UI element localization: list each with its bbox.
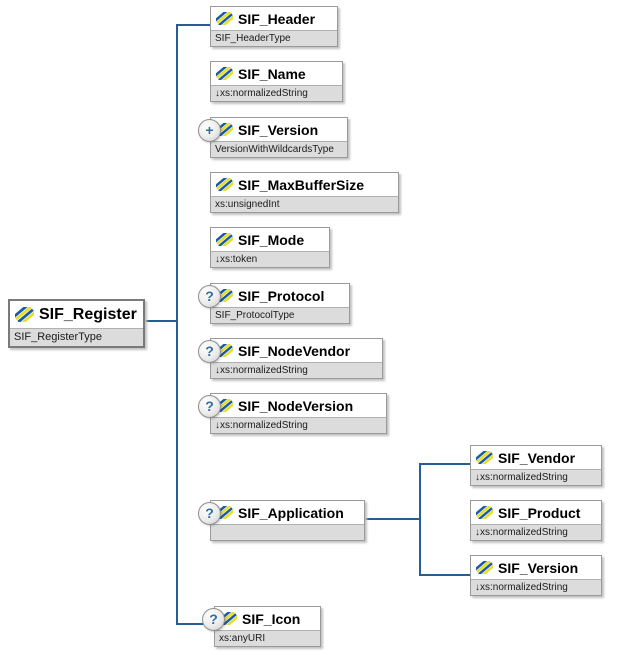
node-name: SIF_Version <box>498 559 579 576</box>
repeat-badge[interactable]: + <box>198 119 221 142</box>
node-type: SIF_ProtocolType <box>211 307 349 323</box>
node-name: SIF_Protocol <box>238 287 325 304</box>
node-sif-version-app[interactable]: SIF_Version ↓xs:normalizedString <box>470 555 602 596</box>
optional-badge[interactable]: ? <box>202 608 225 631</box>
node-sif-application[interactable]: ? SIF_Application <box>198 500 365 541</box>
node-title-row: SIF_Version <box>211 118 347 141</box>
node-title-row: SIF_Version <box>471 556 601 579</box>
node-sif-version[interactable]: + SIF_Version VersionWithWildcardsType <box>198 117 348 158</box>
node-type: VersionWithWildcardsType <box>211 141 347 157</box>
node-name: SIF_Vendor <box>498 449 576 466</box>
node-type: SIF_HeaderType <box>211 30 337 46</box>
optional-badge[interactable]: ? <box>198 340 221 363</box>
node-name: SIF_Version <box>238 121 319 138</box>
node-name: SIF_MaxBufferSize <box>238 176 365 193</box>
node-title-row: SIF_Mode <box>211 228 329 251</box>
node-sif-header[interactable]: SIF_Header SIF_HeaderType <box>210 6 338 47</box>
node-title-row: SIF_NodeVendor <box>211 339 382 362</box>
node-name: SIF_NodeVendor <box>238 342 351 359</box>
node-name: SIF_Application <box>238 504 344 521</box>
node-title-row: SIF_NodeVersion <box>211 394 386 417</box>
node-type <box>211 524 364 540</box>
node-name: SIF_Product <box>498 504 581 521</box>
connector-application-to-trunk <box>363 518 419 520</box>
node-title-row: SIF_Vendor <box>471 446 601 469</box>
node-title-row: SIF_Protocol <box>211 284 349 307</box>
node-name: SIF_NodeVersion <box>238 397 354 414</box>
connector-application-trunk <box>419 463 421 576</box>
node-type: xs:unsignedInt <box>211 196 398 212</box>
node-name: SIF_Register <box>39 305 137 323</box>
element-icon <box>476 451 493 464</box>
optional-badge[interactable]: ? <box>198 395 221 418</box>
element-icon <box>216 67 233 80</box>
node-name: SIF_Header <box>238 10 316 27</box>
connector-to-sif-icon <box>176 623 203 625</box>
optional-badge[interactable]: ? <box>198 502 221 525</box>
node-type: ↓xs:normalizedString <box>471 469 601 485</box>
node-sif-nodevendor[interactable]: ? SIF_NodeVendor ↓xs:normalizedString <box>198 338 383 379</box>
node-name: SIF_Mode <box>238 231 305 248</box>
connector-main-trunk <box>176 24 178 625</box>
node-title-row: SIF_MaxBufferSize <box>211 173 398 196</box>
optional-badge[interactable]: ? <box>198 285 221 308</box>
node-type: SIF_RegisterType <box>10 328 143 346</box>
node-sif-protocol[interactable]: ? SIF_Protocol SIF_ProtocolType <box>198 283 350 324</box>
element-icon <box>216 233 233 246</box>
node-type: ↓xs:normalizedString <box>211 85 342 101</box>
node-name: SIF_Name <box>238 65 306 82</box>
node-title-row: SIF_Name <box>211 62 342 85</box>
node-sif-nodeversion[interactable]: ? SIF_NodeVersion ↓xs:normalizedString <box>198 393 387 434</box>
node-type: ↓xs:token <box>211 251 329 267</box>
node-title-row: SIF_Application <box>211 501 364 524</box>
element-icon <box>15 307 34 322</box>
node-title-row: SIF_Product <box>471 501 601 524</box>
connector-root-to-trunk <box>145 320 176 322</box>
node-sif-name[interactable]: SIF_Name ↓xs:normalizedString <box>210 61 343 102</box>
node-sif-mode[interactable]: SIF_Mode ↓xs:token <box>210 227 330 268</box>
node-type: xs:anyURI <box>215 630 320 646</box>
node-sif-register[interactable]: SIF_Register SIF_RegisterType <box>8 299 145 348</box>
element-icon <box>476 506 493 519</box>
node-type: ↓xs:normalizedString <box>471 524 601 540</box>
node-sif-product[interactable]: SIF_Product ↓xs:normalizedString <box>470 500 602 541</box>
node-sif-vendor[interactable]: SIF_Vendor ↓xs:normalizedString <box>470 445 602 486</box>
node-title-row: SIF_Header <box>211 7 337 30</box>
connector-to-sif-header <box>176 24 210 26</box>
connector-to-sif-version-app <box>419 574 470 576</box>
node-title-row: SIF_Register <box>10 301 143 328</box>
node-title-row: SIF_Icon <box>215 607 320 630</box>
node-sif-icon[interactable]: ? SIF_Icon xs:anyURI <box>202 606 321 647</box>
node-type: ↓xs:normalizedString <box>211 417 386 433</box>
node-sif-maxbuffersize[interactable]: SIF_MaxBufferSize xs:unsignedInt <box>210 172 399 213</box>
node-name: SIF_Icon <box>242 610 301 627</box>
element-icon <box>216 12 233 25</box>
connector-to-sif-vendor <box>419 463 470 465</box>
element-icon <box>216 178 233 191</box>
node-type: ↓xs:normalizedString <box>211 362 382 378</box>
node-type: ↓xs:normalizedString <box>471 579 601 595</box>
element-icon <box>476 561 493 574</box>
